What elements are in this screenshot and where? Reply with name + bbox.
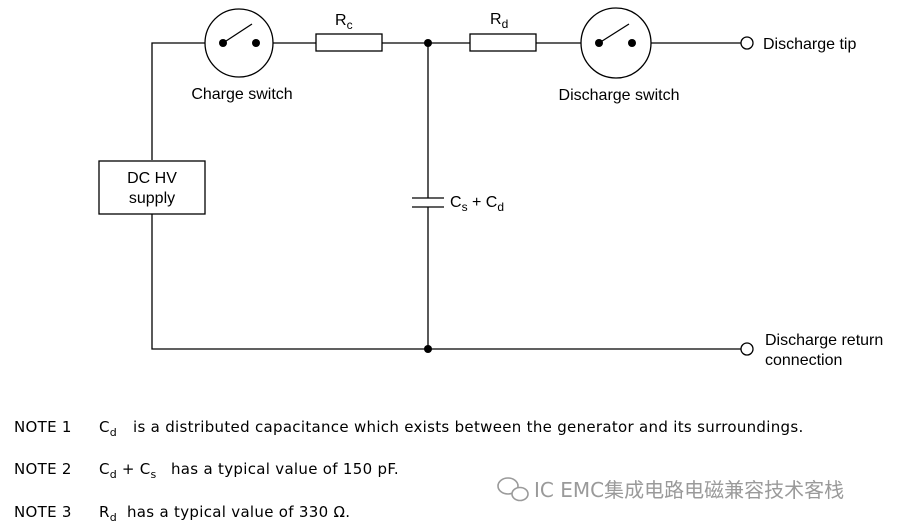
resistor-rc	[315, 33, 383, 52]
wire-bottom	[151, 214, 741, 350]
note-3-symbol: R	[99, 503, 110, 521]
note-2-text: has a typical value of 150 pF.	[171, 460, 399, 478]
cap-label-main1: C	[450, 194, 462, 211]
discharge-tip-label: Discharge tip	[763, 36, 856, 53]
dc-hv-supply-box	[98, 160, 206, 215]
rd-label: Rd	[490, 11, 508, 31]
wechat-icon	[497, 477, 529, 502]
cap-label-sub1: s	[462, 200, 468, 214]
note-3-symbol-sub: d	[110, 511, 117, 524]
capacitor-label: Cs + Cd	[450, 194, 504, 214]
discharge-switch-blade	[598, 23, 630, 44]
dc-hv-supply-label: DC HV	[127, 170, 177, 187]
watermark-text: IC EMC集成电路电磁兼容技术客栈	[534, 478, 844, 502]
note-2-symbol-sub2: s	[151, 468, 157, 481]
discharge-return-label: Discharge return	[765, 332, 883, 349]
rc-label-main: R	[335, 12, 347, 29]
charge-switch-contact-right	[252, 39, 260, 47]
junction-bottom	[424, 345, 432, 353]
cap-label-plus: +	[468, 194, 486, 211]
note-3: NOTE 3 Rd has a typical value of 330 Ω.	[14, 503, 350, 525]
charge-switch-symbol	[204, 8, 274, 78]
rc-label: Rc	[335, 12, 353, 32]
discharge-switch-contact-right	[628, 39, 636, 47]
rc-label-sub: c	[347, 18, 353, 32]
note-1: NOTE 1 Cd is a distributed capacitance w…	[14, 418, 804, 440]
discharge-switch-symbol	[580, 7, 652, 79]
discharge-switch-contact-left	[595, 39, 603, 47]
charge-switch-contact-left	[219, 39, 227, 47]
resistor-rd	[469, 33, 537, 52]
note-3-label: NOTE 3	[14, 503, 72, 521]
note-2-symbol-sub: d	[110, 468, 117, 481]
junction-top	[424, 39, 432, 47]
discharge-switch-label: Discharge switch	[559, 87, 680, 104]
note-2-label: NOTE 2	[14, 460, 72, 478]
note-2: NOTE 2 Cd + Cs has a typical value of 15…	[14, 460, 399, 482]
note-2-symbol-mid: + C	[117, 460, 151, 478]
note-3-text: has a typical value of 330 Ω.	[127, 503, 350, 521]
note-1-label: NOTE 1	[14, 418, 72, 436]
dc-hv-supply-label-line2: supply	[129, 190, 175, 207]
note-1-symbol: C	[99, 418, 110, 436]
discharge-return-label-line2: connection	[765, 352, 842, 369]
cap-label-main2: C	[486, 194, 498, 211]
charge-switch-label: Charge switch	[191, 86, 292, 103]
cap-label-sub2: d	[497, 200, 504, 214]
wire-top-left	[151, 42, 205, 160]
rd-label-sub: d	[502, 17, 509, 31]
rd-label-main: R	[490, 11, 502, 28]
note-1-symbol-sub: d	[110, 426, 117, 439]
note-1-text: is a distributed capacitance which exist…	[133, 418, 804, 436]
discharge-tip-terminal	[740, 36, 754, 50]
charge-switch-blade	[222, 23, 253, 44]
discharge-return-terminal	[740, 342, 754, 356]
note-2-symbol: C	[99, 460, 110, 478]
